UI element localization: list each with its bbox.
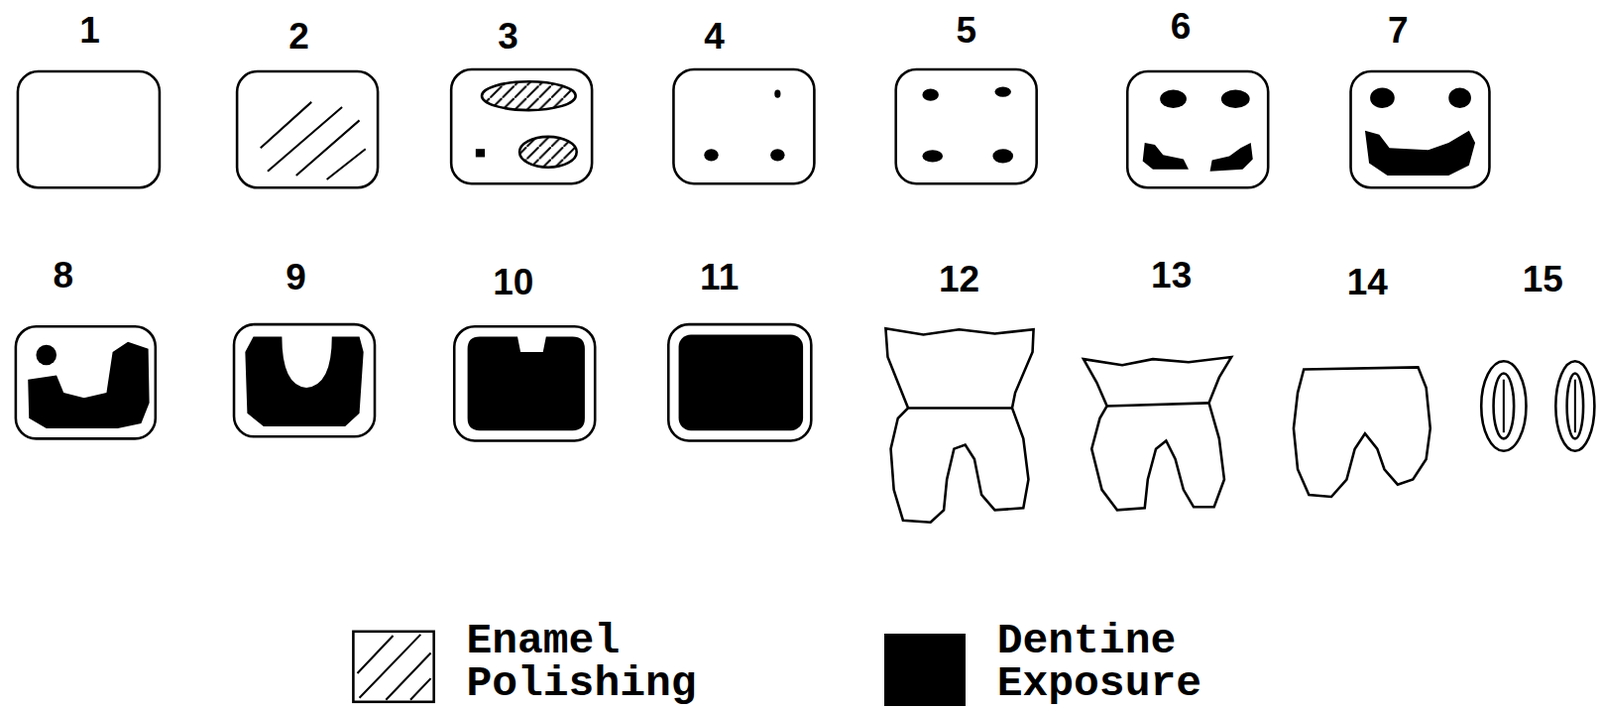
wear-stage-3 [451,69,592,184]
wear-stage-3 [519,136,577,168]
wear-stage-12 [885,328,1033,522]
callout-number: 9 [285,258,307,296]
wear-stage-14 [1293,366,1431,497]
callout-number: 12 [938,260,980,298]
wear-stage-11 [668,324,811,441]
wear-stage-6 [1127,71,1268,188]
wear-stage-7 [1448,87,1472,109]
wear-stage-15 [1574,379,1577,433]
wear-stage-10 [454,326,595,441]
wear-stage-3 [451,69,592,184]
wear-stage-10 [454,326,595,441]
wear-stage-6 [1221,90,1251,110]
wear-stage-5 [896,69,1037,184]
wear-stage-13 [1107,402,1210,406]
wear-stage-10 [467,336,585,431]
wear-stage-15 [1493,373,1515,440]
legend-swatch [884,633,965,706]
wear-stage-15 [1481,360,1595,452]
wear-stage-1 [17,71,160,188]
wear-stage-2 [260,102,366,180]
wear-stage-13 [1083,356,1232,510]
wear-stage-11 [668,324,811,441]
callout-number: 4 [703,17,725,55]
wear-stage-9 [244,336,363,427]
wear-stage-5 [994,86,1011,97]
wear-stage-8 [15,326,156,439]
wear-stage-7 [1365,130,1476,176]
wear-stage-4 [774,90,781,99]
wear-stage-8 [35,344,57,366]
wear-stage-5 [896,69,1037,184]
wear-stage-1 [17,71,160,188]
callout-number: 11 [699,258,739,296]
callout-number: 5 [955,11,977,49]
wear-stage-12 [908,406,1013,410]
wear-stage-9 [233,324,375,437]
wear-stage-15 [1481,360,1526,452]
wear-stage-15 [1502,379,1505,433]
callout-number: 3 [497,17,519,55]
callout-number: 2 [288,17,310,55]
legend-text: Dentine Exposure [997,619,1295,705]
callout-number: 15 [1522,260,1564,298]
wear-stage-11 [679,334,804,431]
callout-number: 13 [1150,256,1192,294]
wear-stage-9 [233,324,375,437]
wear-stage-5 [921,149,943,162]
hatch-swatch [352,631,434,702]
wear-stage-12 [885,328,1033,522]
wear-stage-6 [1210,142,1254,172]
wear-stage-5 [992,148,1014,163]
wear-stage-2 [236,71,378,188]
wear-illustration [15,69,1596,702]
wear-stage-3 [475,148,485,157]
callout-number: 10 [492,263,534,301]
callout-number: 8 [53,256,75,294]
wear-stage-15 [1555,360,1595,452]
wear-stage-14 [1293,366,1431,497]
wear-stage-4 [673,69,814,184]
wear-stage-6 [1142,142,1189,170]
legend-text: Enamel Polishing [465,619,764,705]
hatch-swatch [352,631,434,702]
callout-number: 1 [79,11,101,49]
wear-stage-5 [921,89,938,102]
wear-stage-6 [1127,71,1268,188]
wear-stage-8 [27,342,149,429]
wear-stage-8 [15,326,156,439]
callout-number: 7 [1387,11,1409,49]
callout-number: 14 [1347,263,1388,301]
callout-number: 6 [1170,7,1192,45]
wear-stage-2 [236,71,378,188]
wear-stage-3 [481,81,576,111]
wear-stage-15 [1567,373,1584,440]
wear-stage-7 [1351,71,1490,188]
wear-stage-4 [673,69,814,184]
hatch-swatch [357,634,432,700]
wear-stage-7 [1351,71,1490,188]
wear-stage-4 [770,148,785,161]
wear-stage-13 [1083,356,1232,510]
wear-stage-4 [703,148,718,161]
wear-stage-7 [1370,87,1395,109]
wear-stage-6 [1159,90,1187,110]
